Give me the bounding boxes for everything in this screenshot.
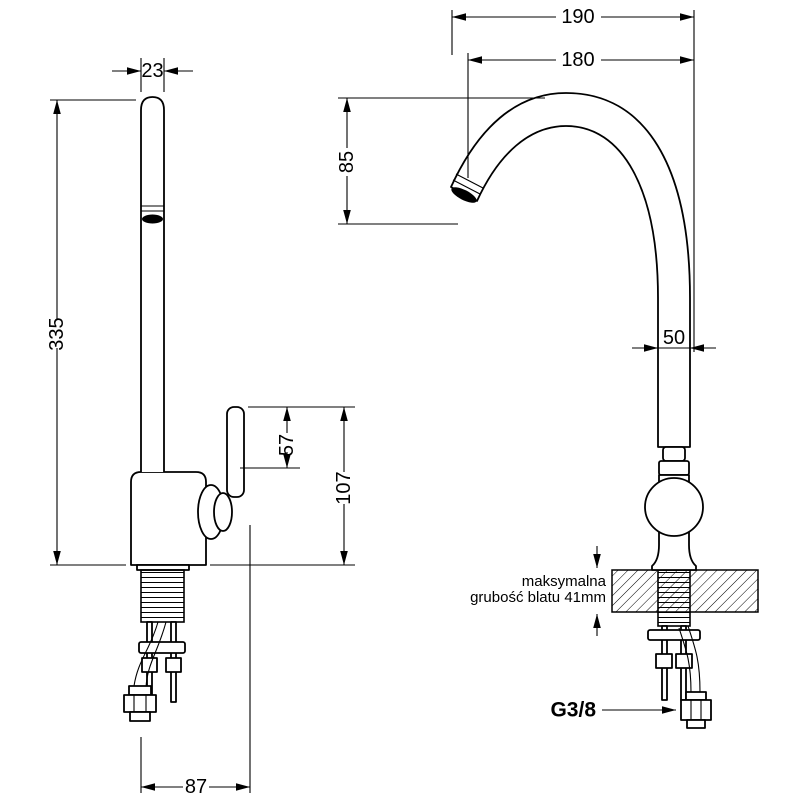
handle-joint-cap xyxy=(213,492,233,532)
dim-body-height: 107 xyxy=(210,407,355,566)
spout-outlet xyxy=(142,214,163,224)
label-backing xyxy=(662,329,686,346)
left-faucet-body xyxy=(130,96,245,571)
hose-connector-end xyxy=(129,711,151,722)
left-supply-hose xyxy=(123,621,167,722)
aerator-ring-line xyxy=(452,179,481,195)
countertop-thickness-note: maksymalna grubość blatu 41mm xyxy=(470,546,607,636)
dim-handle-offset-label: 57 xyxy=(276,434,298,456)
left-mounting-hardware xyxy=(138,621,186,703)
left-shank-threads xyxy=(140,569,185,623)
hose-connector xyxy=(685,691,707,701)
hose-curve xyxy=(145,621,167,689)
thread-size-callout: G3/8 xyxy=(550,699,676,722)
mounting-nut xyxy=(165,657,182,673)
hose-connector-nut xyxy=(680,699,712,721)
hose-connector-nut xyxy=(123,694,157,713)
hose-curve xyxy=(678,627,692,693)
dim-column-width-label: 50 xyxy=(663,327,685,349)
label-backing xyxy=(142,61,163,80)
dim-spout-drop-label: 85 xyxy=(336,151,358,173)
right-supply-hose xyxy=(678,625,712,729)
handle-joint-front xyxy=(644,477,704,537)
dim-column-width: 50 xyxy=(632,327,716,352)
right-view-drawing: 190 180 85 50 maksyma xyxy=(336,6,759,729)
threaded-shank xyxy=(140,569,185,623)
right-faucet-body xyxy=(450,92,704,627)
mounting-bracket xyxy=(138,641,186,654)
dim-handle-offset: 57 xyxy=(240,406,355,469)
mounting-bracket xyxy=(647,629,701,641)
hose-curve xyxy=(687,625,701,693)
dim-total-height: 335 xyxy=(46,99,136,566)
lever-tip-front xyxy=(662,446,686,462)
dim-spout-width: 23 xyxy=(112,58,193,92)
dim-width-inner-label: 180 xyxy=(561,49,594,71)
gooseneck-spout xyxy=(450,92,691,448)
dim-base-reach-label: 87 xyxy=(185,776,207,798)
right-mounting-hardware xyxy=(647,625,701,701)
left-view-drawing: 23 335 57 107 xyxy=(46,58,355,798)
hose-connector xyxy=(128,685,152,696)
faucet-body-side xyxy=(130,471,207,566)
dim-body-height-label: 107 xyxy=(333,471,355,504)
countertop-note-line2: grubość blatu 41mm xyxy=(470,589,606,606)
countertop-note-line1: maksymalna xyxy=(522,573,607,590)
dim-spout-width-label: 23 xyxy=(141,60,163,82)
hose-connector-end xyxy=(686,719,706,729)
aerator-ring-line xyxy=(455,173,484,189)
spout-pipe-side xyxy=(140,96,165,472)
dim-width-outer: 190 xyxy=(451,6,695,352)
dim-width-inner: 180 xyxy=(467,49,694,178)
dim-total-height-label: 335 xyxy=(46,317,68,350)
lever-collar-front xyxy=(658,460,690,476)
thread-size-label: G3/8 xyxy=(550,699,596,722)
dim-base-reach: 87 xyxy=(140,525,251,798)
dim-spout-drop: 85 xyxy=(336,97,545,225)
handle-lever-side xyxy=(226,406,245,498)
dim-width-outer-label: 190 xyxy=(561,6,594,28)
mounting-nut xyxy=(141,657,158,673)
hose-curve xyxy=(133,621,159,687)
mounting-nut xyxy=(655,653,673,669)
threaded-shank-front xyxy=(657,569,691,627)
spout-outlet-front xyxy=(451,187,477,203)
